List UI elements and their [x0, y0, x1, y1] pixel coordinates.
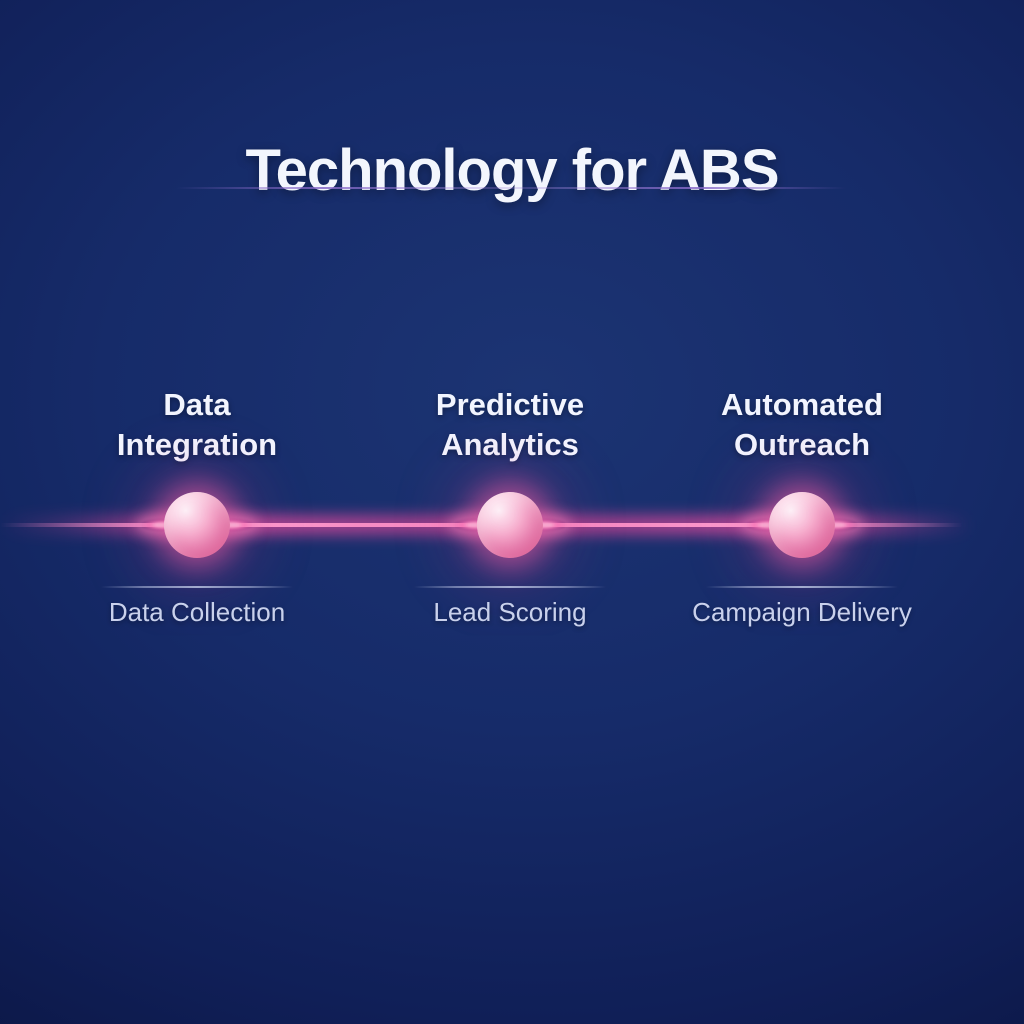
title-underline-divider: [176, 187, 846, 189]
page-title: Technology for ABS: [245, 137, 780, 203]
timeline-node-automated-outreach: Automated Outreach Campaign Delivery: [672, 385, 932, 645]
timeline-node-predictive-analytics: Predictive Analytics Lead Scoring: [380, 385, 640, 645]
node-label: Predictive Analytics: [435, 387, 585, 462]
node-sublabel: Lead Scoring: [433, 597, 587, 627]
glow-orb-icon: [164, 492, 230, 558]
timeline-node-data-integration: Data Integration Data Collection: [67, 385, 327, 645]
node-divider: [101, 586, 293, 588]
node-divider: [414, 586, 606, 588]
node-label: Data Integration: [116, 387, 278, 462]
glow-orb-icon: [477, 492, 543, 558]
node-sublabel: Data Collection: [108, 597, 286, 627]
glow-orb-icon: [769, 492, 835, 558]
node-label: Automated Outreach: [721, 387, 883, 462]
node-sublabel: Campaign Delivery: [692, 597, 912, 627]
node-divider: [706, 586, 898, 588]
